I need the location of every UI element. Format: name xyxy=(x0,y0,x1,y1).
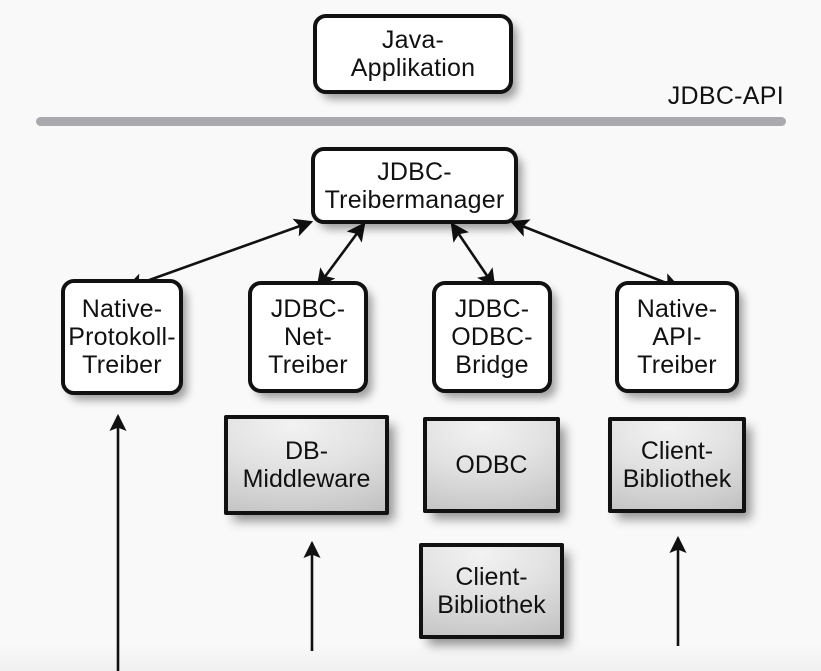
node-label-line1: DB- xyxy=(284,436,329,465)
node-jdbc-odbc-bridge[interactable]: JDBC- ODBC- Bridge xyxy=(432,281,552,393)
node-label-line2: Bibliothek xyxy=(622,465,732,493)
node-label-line2: Protokoll- xyxy=(68,323,176,351)
node-label-line3: Bridge xyxy=(455,351,529,379)
node-native-api-treiber[interactable]: Native- API- Treiber xyxy=(615,281,739,393)
node-label: Native- Protokoll- Treiber xyxy=(64,295,180,379)
connector-manager-native-api xyxy=(509,219,682,291)
node-label: Client- Bibliothek xyxy=(437,563,545,620)
node-label-line2: Applikation xyxy=(350,54,476,82)
node-label-line2: Net- xyxy=(283,323,332,351)
node-label-line3: Treiber xyxy=(637,351,717,379)
connector-manager-jdbc-odbc xyxy=(450,222,496,288)
node-odbc[interactable]: ODBC xyxy=(423,417,560,513)
node-db-middleware[interactable]: DB- Middleware xyxy=(224,415,389,515)
node-jdbc-net-treiber[interactable]: JDBC- Net- Treiber xyxy=(248,281,368,393)
node-client-bibliothek-right[interactable]: Client- Bibliothek xyxy=(608,417,746,513)
node-label: Client- Bibliothek xyxy=(623,437,731,494)
node-label: JDBC- Net- Treiber xyxy=(264,295,352,379)
node-label: JDBC- Treibermanager xyxy=(321,158,509,214)
jdbc-api-label: JDBC-API xyxy=(667,82,784,110)
node-label: JDBC- ODBC- Bridge xyxy=(447,295,537,379)
node-jdbc-treibermanager[interactable]: JDBC- Treibermanager xyxy=(311,147,518,224)
node-client-bibliothek-center[interactable]: Client- Bibliothek xyxy=(419,543,564,639)
connector-manager-jdbc-net xyxy=(316,222,366,288)
node-label-line2: API- xyxy=(652,323,702,351)
node-label-line1: Java- xyxy=(381,26,445,54)
node-label-line1: JDBC- xyxy=(377,157,452,186)
node-label: ODBC xyxy=(455,451,527,480)
node-label-line1: JDBC- xyxy=(454,295,530,323)
node-label-line3: Treiber xyxy=(82,351,162,379)
node-java-applikation[interactable]: Java- Applikation xyxy=(313,14,513,94)
node-label: Native- API- Treiber xyxy=(633,295,722,379)
node-label-line1: Client- xyxy=(640,436,714,465)
node-label-line2: Treibermanager xyxy=(324,185,505,214)
node-native-protokoll-treiber[interactable]: Native- Protokoll- Treiber xyxy=(61,279,183,395)
node-label: DB- Middleware xyxy=(243,437,371,494)
node-label-line1: Native- xyxy=(81,295,163,323)
node-label-line2: ODBC- xyxy=(451,323,533,351)
node-label-line1: ODBC xyxy=(455,450,528,479)
node-label-line1: JDBC- xyxy=(270,295,346,323)
node-label-line3: Treiber xyxy=(268,351,348,379)
node-label-line2: Bibliothek xyxy=(437,591,546,619)
node-label-line1: Native- xyxy=(636,295,718,323)
node-label: Java- Applikation xyxy=(347,26,480,82)
node-label-line2: Middleware xyxy=(242,465,371,493)
jdbc-api-separator-bar xyxy=(36,117,786,126)
node-label-line1: Client- xyxy=(455,562,528,591)
